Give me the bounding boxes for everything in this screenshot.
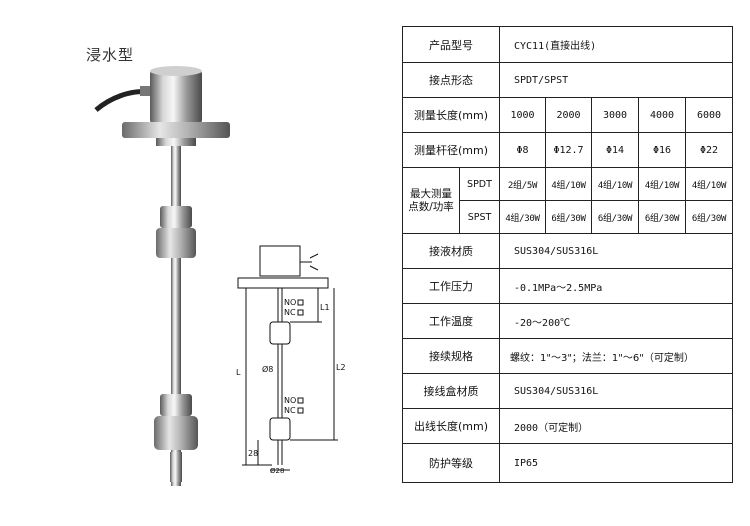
spec-value-wetted: SUS304/SUS316L [498, 233, 734, 269]
spec-value-box: SUS304/SUS316L [498, 373, 734, 409]
lower-float [160, 394, 192, 416]
drawing-nc-label-lower: NC [284, 406, 296, 415]
spec-spdt-cell: 4组/10W [545, 167, 592, 201]
drawing-l1-label: L1 [320, 303, 330, 312]
spec-row-model: 产品型号 CYC11(直接出线) [402, 26, 734, 63]
spec-spdt-cell: 4组/10W [638, 167, 686, 201]
spec-label-temp: 工作温度 [402, 303, 500, 339]
upper-float [160, 206, 192, 228]
spec-spdt-cell: 4组/10W [591, 167, 639, 201]
spec-value-cable: 2000（可定制） [498, 408, 734, 444]
spec-value-pressure: -0.1MPa～2.5MPa [498, 268, 734, 304]
drawing-no-label-lower: NO [284, 396, 296, 405]
spec-label-wetted: 接液材质 [402, 233, 500, 269]
spec-row-contact: 接点形态 SPDT/SPST [402, 62, 734, 98]
spec-label-max-line1: 最大测量 [410, 187, 452, 200]
spec-row-spst: SPST 4组/30W 6组/30W 6组/30W 6组/30W 6组/30W [403, 200, 734, 234]
spec-label-ip: 防护等级 [402, 443, 500, 483]
drawing-flange [237, 277, 329, 289]
spec-rod-cell: Φ22 [684, 132, 734, 168]
spec-label-rod: 测量杆径(mm) [402, 132, 500, 168]
spec-length-cell: 1000 [499, 97, 546, 133]
spec-rod-cell: Φ14 [591, 132, 639, 168]
float-switch-photo [94, 66, 230, 486]
spec-row-wetted: 接液材质 SUS304/SUS316L [402, 233, 734, 269]
spec-spdt-cell: 2组/5W [499, 167, 546, 201]
measuring-rod [171, 146, 181, 486]
spec-label-max-points: 最大测量 点数/功率 [402, 167, 460, 234]
spec-row-length: 测量长度(mm) 1000 2000 3000 4000 6000 [402, 97, 734, 133]
spec-row-connection: 接续规格 螺纹：1"～3"；法兰：1"～6"（可定制） [402, 338, 734, 374]
cable-gland [140, 86, 152, 96]
spec-row-pressure: 工作压力 -0.1MPa～2.5MPa [402, 268, 734, 304]
drawing-float-dia-label: Ø28 [270, 467, 284, 475]
spec-table: 产品型号 CYC11(直接出线) 接点形态 SPDT/SPST 测量长度(mm)… [402, 26, 734, 483]
spec-rod-cell: Φ16 [638, 132, 686, 168]
drawing-rod-dia-label: Ø8 [262, 364, 273, 374]
drawing-height-label: 28 [248, 449, 258, 458]
spec-row-ip: 防护等级 IP65 [402, 443, 734, 483]
spec-value-model: CYC11(直接出线) [498, 26, 734, 63]
spec-label-max-line2: 点数/功率 [408, 200, 454, 213]
spec-spst-cell: 6组/30W [684, 200, 734, 234]
spec-label-length: 测量长度(mm) [402, 97, 500, 133]
spec-spdt-cell: 4组/10W [684, 167, 734, 201]
spec-length-cell: 4000 [638, 97, 686, 133]
spec-length-cell: 3000 [591, 97, 639, 133]
junction-housing [150, 70, 202, 124]
spec-row-temp: 工作温度 -20～200℃ [402, 303, 734, 339]
spec-label-box: 接线盒材质 [402, 373, 500, 409]
drawing-no-label-upper: NO [284, 298, 296, 307]
drawing-l2-label: L2 [336, 363, 346, 372]
drawing-housing [259, 245, 301, 277]
spec-spst-cell: 6组/30W [591, 200, 639, 234]
spec-label-spdt: SPDT [459, 167, 500, 201]
spec-length-cell: 2000 [545, 97, 592, 133]
spec-value-temp: -20～200℃ [498, 303, 734, 339]
spec-spst-cell: 6组/30W [545, 200, 592, 234]
type-title: 浸水型 [86, 46, 135, 64]
spec-spst-cell: 4组/30W [499, 200, 546, 234]
spec-label-connection: 接续规格 [402, 338, 500, 374]
spec-label-model: 产品型号 [402, 26, 500, 63]
spec-rod-cell: Φ12.7 [545, 132, 592, 168]
drawing-nc-label-upper: NC [284, 308, 296, 317]
spec-label-pressure: 工作压力 [402, 268, 500, 304]
spec-spst-cell: 6组/30W [638, 200, 686, 234]
spec-label-spst: SPST [459, 200, 500, 234]
drawing-float-lower [269, 417, 291, 441]
spec-row-spdt: 最大测量 点数/功率 SPDT 2组/5W 4组/10W 4组/10W 4组/1… [402, 167, 734, 234]
mounting-flange [122, 122, 230, 138]
spec-value-connection: 螺纹：1"～3"；法兰：1"～6"（可定制） [498, 338, 734, 374]
spec-label-cable: 出线长度(mm) [402, 408, 500, 444]
spec-row-box: 接线盒材质 SUS304/SUS316L [402, 373, 734, 409]
product-illustration-panel: 浸水型 [86, 46, 346, 486]
spec-rod-cell: Φ8 [499, 132, 546, 168]
spec-value-contact: SPDT/SPST [498, 62, 734, 98]
drawing-float-upper [269, 321, 291, 345]
dimension-drawing: NO NC NO NC L1 L2 L Ø8 28 Ø28 [236, 245, 346, 475]
spec-length-cell: 6000 [684, 97, 734, 133]
spec-value-ip: IP65 [498, 443, 734, 483]
drawing-l-label: L [236, 368, 241, 377]
spec-row-rod: 测量杆径(mm) Φ8 Φ12.7 Φ14 Φ16 Φ22 [402, 132, 734, 168]
spec-label-contact: 接点形态 [402, 62, 500, 98]
spec-row-cable: 出线长度(mm) 2000（可定制） [402, 408, 734, 444]
